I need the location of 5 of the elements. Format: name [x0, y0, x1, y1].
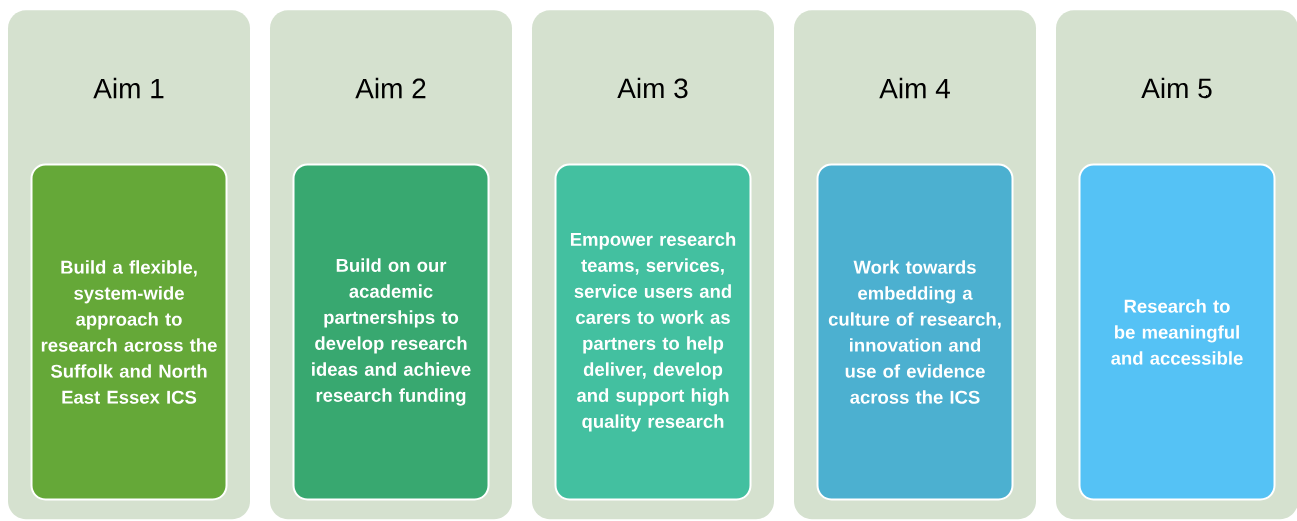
aim-box: Research to be meaningful and accessible — [1078, 163, 1276, 501]
aim-box: Build a flexible, system-wide approach to research across the Suffolk and North East Essex ICS — [30, 163, 228, 501]
aim-box: Work towards embedding a culture of research, innovation and use of evidence across the ICS — [816, 163, 1014, 501]
aim-box: Empower research teams, services, service users and carers to work as partners to help deliver, develop and support high quality research — [554, 163, 752, 501]
aim-box: Build on our academic partnerships to develop research ideas and achieve research funding — [292, 163, 490, 501]
